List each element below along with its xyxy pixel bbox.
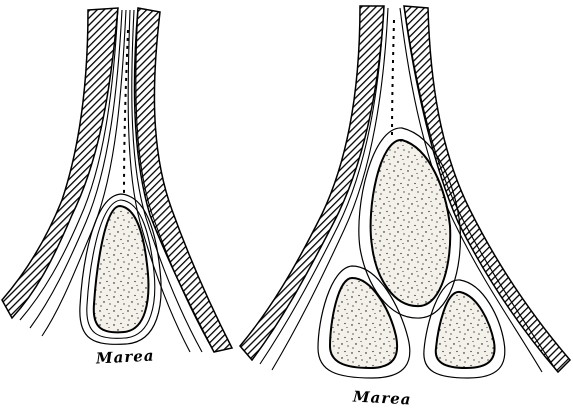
right-figure-label: Marea [353, 387, 412, 408]
left-bank-right [134, 8, 232, 352]
right-thalweg [392, 20, 394, 140]
left-thalweg [124, 30, 128, 195]
left-sand-bar [94, 206, 149, 332]
left-inlet-figure [2, 8, 232, 352]
right-inlet-figure [240, 6, 570, 378]
left-figure-label: Marea [96, 346, 155, 367]
